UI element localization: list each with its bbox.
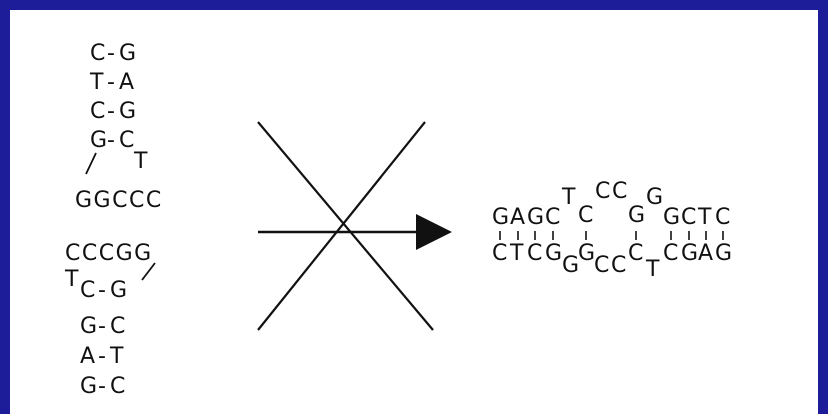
top-strand-nt-9: G (628, 203, 645, 228)
bottom-hairpin: CCCGG T C - G G - C A - T G - C (64, 241, 156, 399)
top-strand-nt-10: G (646, 185, 663, 210)
top-pair-3-bond: - (107, 99, 115, 124)
bottom-strand-nt-5: G (562, 253, 579, 278)
bottom-pair-3-right: T (109, 344, 124, 369)
bottom-pair-1-left: C (80, 278, 95, 303)
bottom-pair-4-left: G (80, 374, 97, 399)
top-strand-nt-11: G (663, 205, 680, 230)
top-strand-nt-3: G (527, 205, 544, 230)
top-strand-nt-5: T (561, 185, 576, 210)
bottom-pair-4-bond: - (98, 374, 106, 399)
diagram-panel: C - G T - A C - G G - C T GGCCC CCCGG (10, 10, 818, 414)
bottom-loop-left: T (64, 267, 79, 292)
bottom-strand-nt-14: G (715, 241, 732, 266)
bottom-pair-4-right: C (110, 374, 125, 399)
top-hairpin-bottom-line: GGCCC (75, 188, 163, 213)
base-pair-ticks (499, 231, 724, 240)
bottom-hairpin-top-line: CCCGG (65, 241, 153, 266)
top-pair-4-bond: - (107, 128, 115, 153)
bottom-pair-3-bond: - (98, 344, 106, 369)
bottom-pair-2-bond: - (98, 314, 106, 339)
dna-structure-diagram: C - G T - A C - G G - C T GGCCC CCCGG (64, 41, 732, 399)
bottom-pair-2-left: G (80, 314, 97, 339)
top-strand-nt-7: C (595, 179, 610, 204)
top-strand-nt-1: G (492, 205, 509, 230)
arrow-head (416, 214, 452, 250)
bottom-pair-1-bond: - (98, 278, 106, 303)
bottom-pair-2-right: C (110, 314, 125, 339)
bottom-loop-connector (141, 262, 156, 281)
bottom-strand-nt-8: C (611, 253, 626, 278)
top-pair-2-right: A (119, 70, 134, 95)
bottom-pair-1-right: G (110, 278, 127, 303)
top-strand-nt-4: C (545, 205, 560, 230)
top-pair-1-right: G (119, 41, 136, 66)
top-pair-3-left: C (90, 99, 105, 124)
crossed-arrow-icon (257, 121, 452, 331)
bottom-strand-nt-9: C (628, 241, 643, 266)
bottom-strand-nt-11: C (663, 241, 678, 266)
top-pair-2-left: T (89, 70, 104, 95)
cross-line-1 (257, 121, 434, 331)
top-strand-nt-13: T (697, 205, 712, 230)
top-strand-nt-14: C (715, 205, 730, 230)
top-strand-nt-2: A (510, 205, 525, 230)
bottom-strand-nt-6: G (578, 241, 595, 266)
bottom-strand-nt-1: C (492, 241, 507, 266)
top-strand-nt-8: C (612, 179, 627, 204)
bottom-strand-nt-13: A (698, 241, 713, 266)
top-pair-1-bond: - (107, 41, 115, 66)
bottom-strand-nt-2: T (509, 241, 524, 266)
top-pair-1-left: C (90, 41, 105, 66)
bottom-strand-nt-7: C (594, 253, 609, 278)
top-hairpin: C - G T - A C - G G - C T GGCCC (75, 41, 163, 213)
top-pair-3-right: G (119, 99, 136, 124)
top-loop-connector (85, 152, 97, 175)
top-pair-4-left: G (90, 128, 107, 153)
bottom-strand-nt-3: C (527, 241, 542, 266)
bottom-strand-nt-10: T (645, 257, 660, 282)
right-duplex: G A G C T C C C G G G C T C (492, 179, 732, 282)
top-pair-4-right: C (119, 128, 134, 153)
bottom-pair-3-left: A (80, 344, 95, 369)
bottom-strand-nt-12: G (681, 241, 698, 266)
cross-line-2 (257, 121, 426, 331)
top-strand-nt-6: C (578, 203, 593, 228)
top-loop-right: T (133, 149, 148, 174)
top-pair-2-bond: - (107, 70, 115, 95)
bottom-strand-nt-4: G (545, 241, 562, 266)
top-strand-nt-12: C (681, 205, 696, 230)
